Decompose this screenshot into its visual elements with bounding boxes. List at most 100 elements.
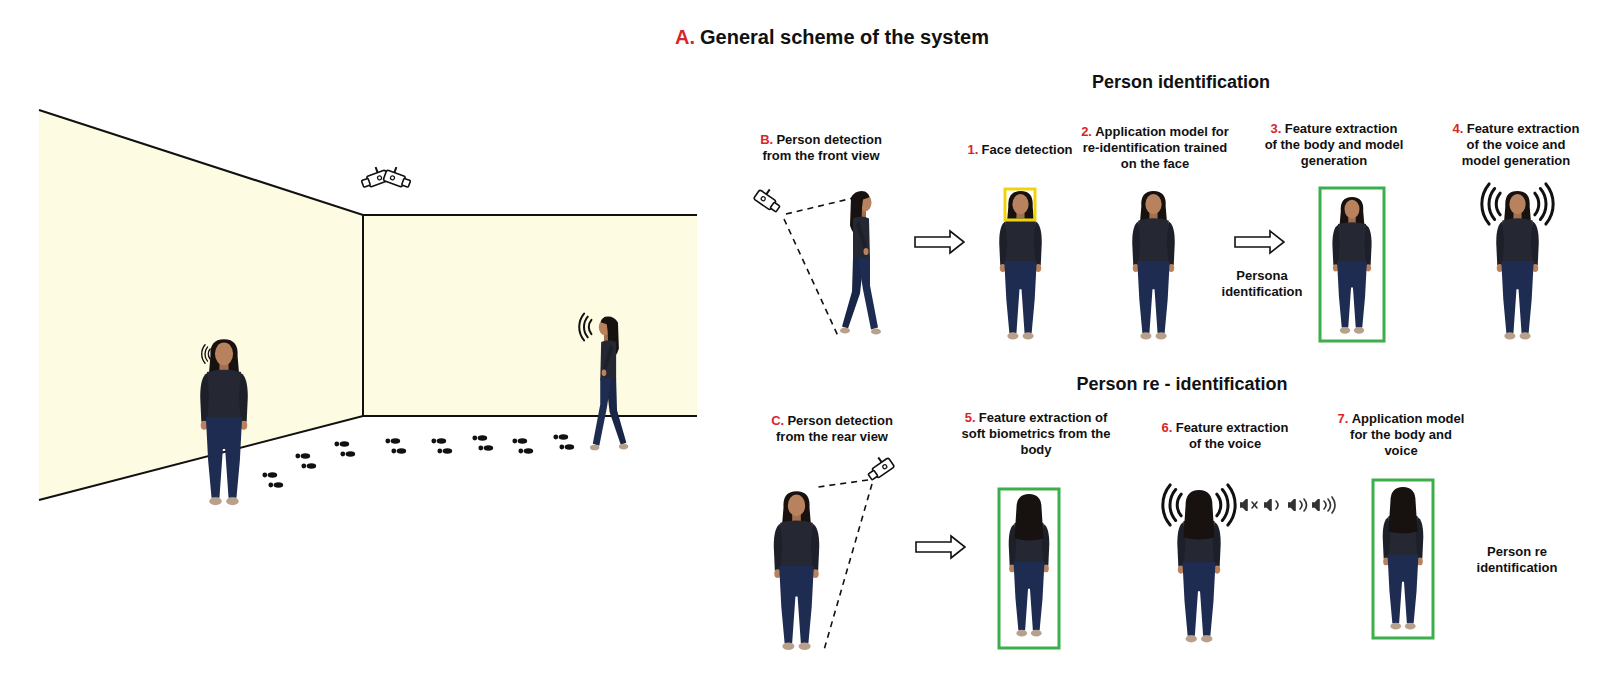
step-figures-part xyxy=(1482,184,1500,224)
speaker-icons-part xyxy=(1332,497,1335,513)
step-number: A. xyxy=(675,26,695,48)
step-figures xyxy=(840,184,1553,341)
step-number: 4. xyxy=(1453,121,1464,136)
rear-camera-part xyxy=(818,480,868,487)
footprints-part xyxy=(262,472,277,478)
front-camera-part xyxy=(753,185,784,214)
rear-figures-part xyxy=(1163,485,1181,525)
step-label: Person detection from the rear view xyxy=(776,413,893,444)
title: General scheme of the system xyxy=(700,26,989,48)
step-label-block: 6.Feature extraction of the voice xyxy=(1155,420,1295,452)
footprints-part xyxy=(391,448,406,454)
speaker-icons-part xyxy=(1276,501,1278,509)
step-figures-part xyxy=(1332,197,1371,334)
room-people-part xyxy=(202,345,210,363)
room-people-part xyxy=(590,316,628,450)
rear-figures-part xyxy=(1217,485,1235,525)
step-figures-part xyxy=(1535,184,1553,224)
speaker-icons-part xyxy=(1264,499,1271,511)
step-label-block: B.Person detection from the front view xyxy=(746,132,896,164)
rear-figures-part xyxy=(774,491,820,650)
rear-camera xyxy=(818,453,895,650)
footprints-part xyxy=(518,448,533,454)
step-figures-part xyxy=(1132,191,1175,339)
rear-figures xyxy=(774,480,1433,650)
room-people-part xyxy=(200,339,248,505)
rear-camera-part xyxy=(863,453,894,482)
step-label-block: 1.Face detection xyxy=(945,142,1095,158)
footprints-part xyxy=(437,448,452,454)
step-figures-part xyxy=(840,191,881,334)
room-cameras-part-part xyxy=(383,164,413,189)
speaker-icons-part xyxy=(1288,499,1295,511)
hollow-arrows xyxy=(915,231,1284,558)
room-walls-part xyxy=(39,110,363,500)
room-walls-part xyxy=(363,215,697,416)
step-label: Feature extraction of the body and model… xyxy=(1265,121,1404,168)
step-label: Person detection from the front view xyxy=(762,132,881,163)
footprints-part xyxy=(295,453,310,459)
footprints-part xyxy=(553,434,568,440)
speaker-icons xyxy=(1240,497,1335,513)
footprints-part xyxy=(301,463,316,469)
hollow-arrows-part xyxy=(916,536,965,558)
step-label-block: 7.Application model for the body and voi… xyxy=(1334,411,1469,459)
footprints-part xyxy=(559,444,574,450)
step-label: Application model for re-identification … xyxy=(1083,124,1229,171)
step-label: Application model for the body and voice xyxy=(1350,411,1464,458)
result-label-block: Person re identification xyxy=(1467,544,1567,576)
step-label: Feature extraction of the voice and mode… xyxy=(1462,121,1580,168)
room-walls xyxy=(39,110,697,500)
step-number: C. xyxy=(771,413,784,428)
speaker-icons-part xyxy=(1312,499,1319,511)
arrow-label: Persona identification xyxy=(1222,268,1303,299)
step-label-block: 5.Feature extraction of soft biometrics … xyxy=(961,410,1111,458)
speaker-icons-part xyxy=(1252,502,1257,508)
step-label: Feature extraction of soft biometrics fr… xyxy=(962,410,1111,457)
speaker-icons-part xyxy=(1300,501,1302,509)
step-figures-part xyxy=(1005,189,1035,220)
speaker-icons-part xyxy=(1328,499,1331,511)
rear-camera-part xyxy=(824,484,872,650)
result-label: Person re identification xyxy=(1477,544,1558,575)
step-number: 7. xyxy=(1338,411,1349,426)
section-heading: Person re - identification xyxy=(1076,374,1287,394)
footprints-part xyxy=(268,482,283,488)
room-walls-part xyxy=(39,110,697,215)
footprints-part xyxy=(512,438,527,444)
step-label: Feature extraction of the voice xyxy=(1176,420,1289,451)
step-label-block: 3.Feature extraction of the body and mod… xyxy=(1263,121,1405,169)
step-figures-part xyxy=(1320,188,1384,341)
footprints-part xyxy=(478,445,493,451)
speaker-icons-part xyxy=(1252,502,1257,508)
rear-figures-part xyxy=(1373,480,1433,638)
room-cameras-part xyxy=(383,164,413,189)
step-number: 5. xyxy=(965,410,976,425)
speaker-icons-part xyxy=(1324,501,1326,509)
footprints-part xyxy=(334,441,349,447)
step-label-block: 2.Application model for re-identificatio… xyxy=(1080,124,1230,172)
room-people xyxy=(200,314,628,506)
front-camera-part-part xyxy=(753,185,784,214)
step-number: 3. xyxy=(1271,121,1282,136)
room-cameras xyxy=(359,164,414,189)
room-people-part-part xyxy=(590,316,628,450)
footprints xyxy=(262,434,574,488)
rear-figures-part xyxy=(1177,490,1220,642)
step-number: 2. xyxy=(1081,124,1092,139)
rear-figures-part xyxy=(1383,487,1424,630)
arrow-label-block: Persona identification xyxy=(1212,268,1312,300)
rear-figures-part xyxy=(1009,494,1050,637)
step-number: B. xyxy=(760,132,773,147)
section-heading-block: Person re - identification xyxy=(1022,373,1342,395)
step-number: 1. xyxy=(967,142,978,157)
step-label-block: C.Person detection from the rear view xyxy=(757,413,907,445)
section-heading-block: Person identification xyxy=(1031,71,1331,93)
hollow-arrows-part xyxy=(915,231,964,253)
room-people-part xyxy=(579,314,591,341)
step-number: 6. xyxy=(1162,420,1173,435)
footprints-part xyxy=(472,435,487,441)
rear-figures-part xyxy=(999,489,1059,648)
